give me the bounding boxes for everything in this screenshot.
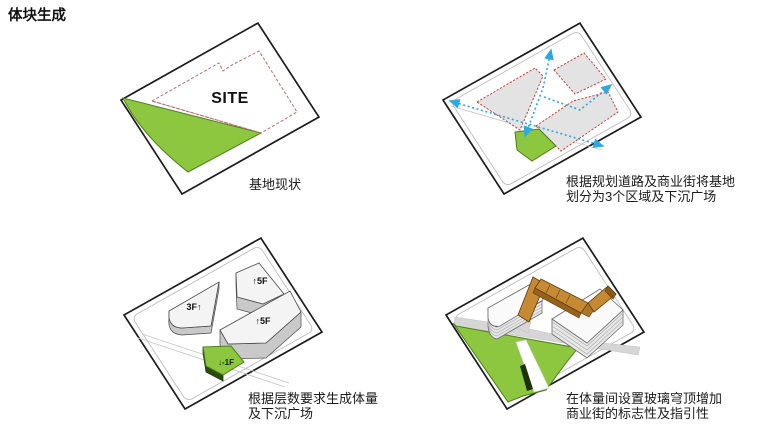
diagram-site-status: SITE 基地现状: [119, 21, 321, 196]
diagram-massing-floors: 3F↑ ↑5F ↑5F ↓-1F 根据层数要求生成体量 及下沉广场: [122, 236, 378, 421]
green-slope: [122, 97, 263, 173]
caption-3-line1: 根据层数要求生成体量: [248, 391, 378, 406]
sunken-plaza: [202, 345, 245, 376]
caption-1: 基地现状: [249, 177, 301, 192]
glass-roof-end-cap: [604, 285, 617, 300]
label-5f-north: ↑5F: [252, 276, 268, 286]
diagram-zoning-division: 根据规划道路及商业街将基地 划分为3个区域及下沉广场: [441, 21, 735, 204]
caption-2-line2: 划分为3个区域及下沉广场: [566, 189, 716, 204]
block-3f-top: [168, 281, 220, 329]
label-minus1f: ↓-1F: [218, 358, 234, 367]
floor-line: [551, 312, 624, 347]
block-5f-north-top: [235, 262, 285, 305]
floor-line: [487, 309, 543, 337]
plaza-sunken-edge: [520, 364, 533, 391]
floor-line: [551, 320, 624, 355]
page-title: 体块生成: [8, 6, 66, 24]
glass-roof-hatch: [545, 284, 571, 304]
label-3f: 3F↑: [186, 302, 201, 312]
parcel-edge-over-green: [151, 100, 262, 134]
caption-2-line1: 根据规划道路及商业街将基地: [566, 174, 735, 189]
branch-axis-arrow: [543, 83, 613, 111]
caption-3-line2: 及下沉广场: [248, 406, 313, 421]
block-5f-south-top: [219, 290, 302, 345]
floor-line: [551, 316, 624, 351]
caption-4-line1: 在体量间设置玻璃穹顶增加: [566, 391, 722, 406]
site-label: SITE: [211, 90, 249, 107]
zone-northeast: [553, 52, 607, 95]
caption-4-line2: 商业街的标志性及指引性: [566, 406, 709, 421]
parcel-dashed-boundary: [150, 50, 298, 134]
diagram-glass-roof: 在体量间设置玻璃穹顶增加 商业街的标志性及指引性: [444, 236, 722, 421]
inner-road-loop: [133, 247, 313, 400]
label-5f-south: ↑5F: [255, 316, 271, 326]
